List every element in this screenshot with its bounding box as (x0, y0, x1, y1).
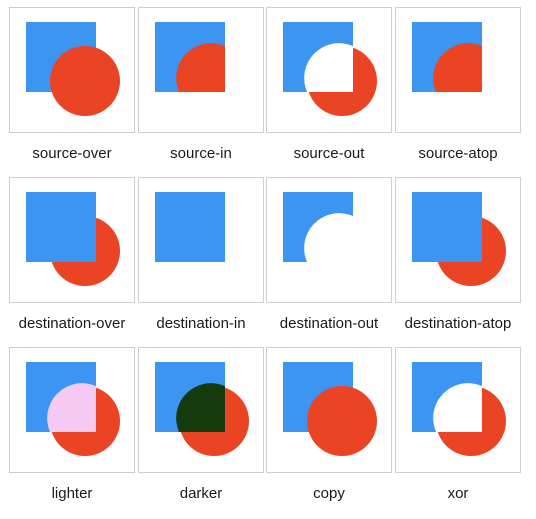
copy-illustration (283, 362, 377, 456)
source-in-illustration (155, 22, 225, 92)
source-atop-illustration (412, 22, 482, 92)
example-source-over (9, 7, 135, 133)
label-darker: darker (179, 485, 223, 502)
label-source-over: source-over (32, 145, 112, 162)
label-xor: xor (447, 485, 469, 502)
label-destination-atop: destination-atop (404, 315, 512, 332)
lighter-illustration (26, 362, 120, 456)
example-destination-atop (395, 177, 521, 303)
destination-over-illustration (26, 192, 120, 286)
label-source-out: source-out (293, 145, 365, 162)
transparent-overlap (433, 383, 482, 432)
destination-square (155, 192, 225, 262)
source-circle-intersection (433, 43, 482, 92)
destination-square-cutout (283, 192, 353, 262)
transparent-overlap (304, 43, 353, 92)
example-copy (266, 347, 392, 473)
destination-in-illustration (155, 192, 225, 262)
example-destination-over (9, 177, 135, 303)
label-destination-over: destination-over (18, 315, 126, 332)
source-circle (50, 46, 120, 116)
source-over-illustration (26, 22, 120, 116)
source-circle-intersection (176, 43, 225, 92)
label-destination-out: destination-out (279, 315, 379, 332)
destination-square (412, 192, 482, 262)
destination-atop-illustration (412, 192, 506, 286)
example-source-atop (395, 7, 521, 133)
label-destination-in: destination-in (156, 315, 246, 332)
xor-illustration (412, 362, 506, 456)
label-lighter: lighter (51, 485, 93, 502)
example-darker (138, 347, 264, 473)
example-destination-out (266, 177, 392, 303)
example-lighter (9, 347, 135, 473)
destination-out-illustration (283, 192, 353, 262)
label-copy: copy (313, 485, 345, 502)
example-destination-in (138, 177, 264, 303)
darker-illustration (155, 362, 249, 456)
source-out-illustration (283, 22, 377, 116)
example-source-out (266, 7, 392, 133)
source-circle (307, 386, 377, 456)
label-source-atop: source-atop (418, 145, 498, 162)
destination-square (26, 192, 96, 262)
lighter-overlap (47, 383, 96, 432)
example-source-in (138, 7, 264, 133)
darker-overlap (176, 383, 225, 432)
label-source-in: source-in (170, 145, 232, 162)
example-xor (395, 347, 521, 473)
